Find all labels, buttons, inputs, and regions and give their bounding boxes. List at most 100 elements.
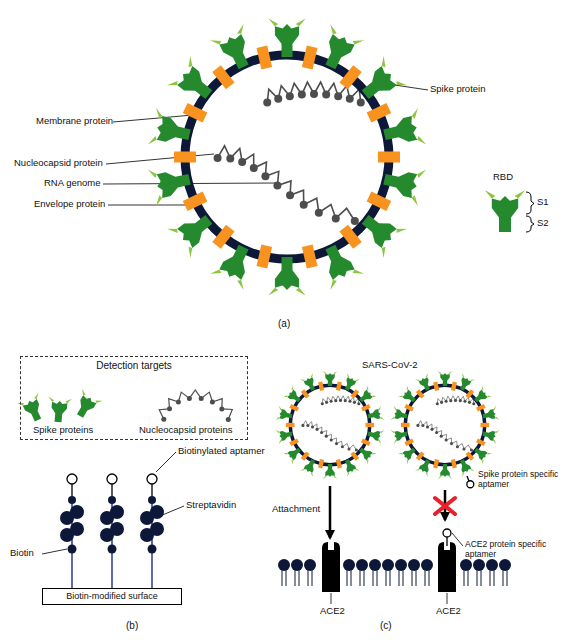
virus-particle — [391, 371, 500, 479]
nucleocapsid-bead — [348, 400, 351, 403]
spike-protein-icon — [354, 56, 407, 109]
part-label: Spike protein specific aptamer — [478, 470, 570, 490]
nucleocapsid-bead — [445, 400, 448, 403]
nucleocapsid-bead — [449, 399, 452, 402]
nucleocapsid-bead — [450, 442, 453, 445]
dashed-group-box: Detection targetsSpike proteinsNucleocap… — [20, 356, 248, 440]
rna-strand — [214, 146, 359, 225]
part-label: Membrane protein — [36, 116, 113, 127]
rbd-tip — [327, 267, 364, 290]
membrane-protein — [339, 225, 361, 249]
nucleocapsid-bead — [325, 401, 328, 404]
spike-body — [393, 409, 408, 421]
spike-protein-icon — [455, 457, 475, 477]
spike-body — [440, 464, 449, 477]
nucleocapsid-bead — [353, 401, 356, 404]
spike-protein-icon — [314, 24, 364, 75]
spike-body — [393, 429, 408, 441]
rbd-tip — [391, 429, 397, 444]
biotin-dot — [68, 496, 76, 504]
rbd-tip — [268, 19, 305, 27]
spike-body — [287, 446, 303, 461]
spike-body — [278, 429, 293, 441]
lipid-head — [486, 559, 498, 571]
membrane-protein — [404, 404, 414, 412]
spike-body — [319, 242, 355, 282]
spike-body — [382, 167, 420, 198]
membrane-protein — [301, 389, 310, 398]
rna-backbone — [303, 421, 357, 450]
leader-line — [447, 593, 448, 604]
part-label: S2 — [537, 218, 549, 229]
part-label: ACE2 — [320, 606, 345, 617]
spike-protein-icon — [391, 427, 409, 445]
rbd-tip — [438, 371, 453, 374]
lipid-head — [421, 559, 433, 571]
rbd-tip — [283, 451, 294, 464]
spike-body — [358, 389, 374, 404]
node-text: Spike proteins — [33, 425, 93, 436]
nucleocapsid-bead — [298, 91, 306, 99]
spike-protein-icon — [391, 406, 409, 424]
nucleocapsid-bead — [344, 399, 347, 402]
lipid-tail — [412, 570, 416, 586]
nucleocapsid-bead — [357, 402, 360, 405]
rna-backbone — [159, 390, 232, 419]
membrane-protein — [433, 459, 439, 468]
artwork — [17, 19, 526, 593]
rbd-tip — [210, 267, 247, 290]
spike-body — [303, 376, 317, 392]
rbd-tip — [276, 429, 282, 444]
streptavidin-subunit — [150, 522, 164, 536]
aptamer-loop — [107, 474, 117, 484]
part-label: Biotinylated aptamer — [178, 446, 265, 457]
spike-protein-icon — [323, 371, 338, 386]
lipid-tail — [386, 570, 390, 586]
nucleocapsid-bead — [346, 95, 354, 103]
aptamer-stem — [151, 484, 152, 496]
nucleocapsid-bead — [214, 154, 222, 162]
nucleocapsid-bead — [250, 164, 258, 172]
rbd-tip — [276, 406, 282, 421]
membrane-protein — [350, 389, 359, 398]
nucleocapsid-bead — [300, 201, 308, 209]
spike-protein-icon — [380, 108, 426, 153]
nucleocapsid-bead — [351, 217, 359, 225]
lipid-tail — [490, 570, 494, 586]
nucleocapsid-bead — [334, 92, 342, 100]
lipid-head — [382, 559, 394, 571]
spike-protein-icon — [340, 457, 360, 477]
spike-body — [358, 65, 399, 104]
nucleocapsid-bead — [332, 214, 340, 222]
spike-protein-icon — [481, 427, 499, 445]
nucleocapsid-bead — [310, 90, 318, 98]
aptamer-icon — [443, 529, 451, 546]
spike-protein-icon — [398, 386, 419, 407]
lipid-head — [343, 559, 355, 571]
spike-protein-icon — [323, 464, 338, 479]
membrane-protein — [367, 192, 392, 211]
spike-protein-icon — [366, 427, 384, 445]
spike-body — [418, 376, 432, 392]
node-text: Nucleocapsid proteins — [139, 425, 232, 436]
spike-body — [358, 446, 374, 461]
nucleocapsid-bead — [335, 442, 338, 445]
part-label: ACE2 protein specific aptamer — [465, 540, 565, 560]
rbd-tip — [167, 56, 196, 90]
nucleocapsid-bead — [315, 428, 318, 431]
part-label: Streptavidin — [186, 500, 236, 511]
lipid-tail — [399, 570, 403, 586]
nucleocapsid-bead — [286, 92, 294, 100]
spike-body — [402, 446, 418, 461]
leader-line — [331, 593, 332, 604]
spike-body — [458, 376, 472, 392]
membrane-protein — [318, 382, 324, 391]
spike-protein-icon — [276, 406, 294, 424]
spike-body — [319, 32, 355, 72]
streptavidin-subunit — [110, 505, 124, 519]
virus-particle — [276, 371, 385, 479]
nucleocapsid-bead — [301, 424, 304, 427]
spike-body — [358, 210, 399, 249]
lipid-head — [291, 559, 303, 571]
